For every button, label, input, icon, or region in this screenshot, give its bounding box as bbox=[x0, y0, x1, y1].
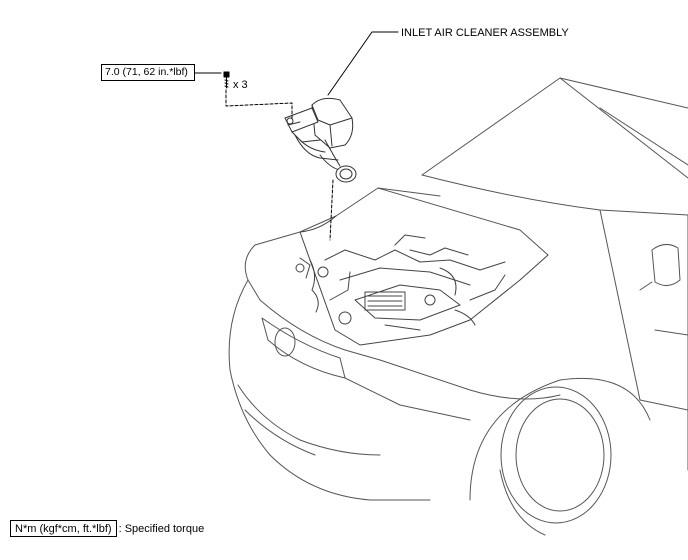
bolt-quantity-label: x 3 bbox=[233, 79, 248, 91]
torque-unit-description: : Specified torque bbox=[118, 522, 205, 535]
vehicle-outline bbox=[228, 77, 688, 536]
torque-legend: N*m (kgf*cm, ft.*lbf) : Specified torque bbox=[10, 520, 204, 537]
torque-value-box: 7.0 (71, 62 in.*lbf) bbox=[101, 64, 195, 81]
inlet-air-cleaner-assembly bbox=[284, 97, 357, 183]
assembly-guide-lines bbox=[225, 89, 334, 241]
engine-bay bbox=[295, 215, 549, 346]
leader-lines bbox=[194, 31, 399, 96]
torque-unit-box: N*m (kgf*cm, ft.*lbf) bbox=[10, 520, 117, 537]
bolt-icon bbox=[223, 71, 230, 89]
part-label: INLET AIR CLEANER ASSEMBLY bbox=[401, 27, 569, 39]
